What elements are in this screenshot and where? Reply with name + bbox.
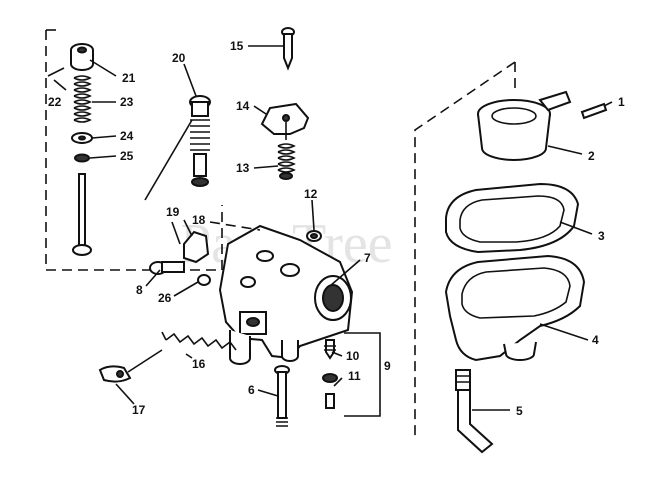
callout-22: 22 xyxy=(48,95,62,109)
part-26-washer xyxy=(197,274,211,286)
callout-26: 26 xyxy=(158,291,172,305)
callout-23: 23 xyxy=(120,95,134,109)
part-21-cap xyxy=(70,43,94,71)
callout-1: 1 xyxy=(618,95,625,109)
part-16-spring xyxy=(165,332,237,351)
callout-15: 15 xyxy=(230,39,244,53)
callout-10: 10 xyxy=(346,349,360,363)
part-24-washer xyxy=(71,132,93,144)
inset-group xyxy=(45,29,223,271)
callout-18: 18 xyxy=(192,213,206,227)
part-17-lever xyxy=(98,349,163,383)
callout-24: 24 xyxy=(120,129,134,143)
part-14-arm xyxy=(260,102,310,140)
callout-16: 16 xyxy=(192,357,206,371)
callout-14: 14 xyxy=(236,99,250,113)
bracket-9 xyxy=(344,332,381,417)
part-23-spring xyxy=(73,75,92,123)
callout-21: 21 xyxy=(122,71,136,85)
inset-shaft xyxy=(72,173,92,256)
part-15-screw xyxy=(281,27,295,71)
part-6-shaft xyxy=(274,365,290,427)
callout-6: 6 xyxy=(248,383,255,397)
callout-19: 19 xyxy=(166,205,180,219)
part-9-group xyxy=(322,339,338,409)
part-25-oring xyxy=(74,153,90,163)
part-16-end xyxy=(161,331,167,341)
callout-9: 9 xyxy=(384,359,391,373)
part-7-carburetor-body xyxy=(218,224,354,365)
part-8-screw xyxy=(149,261,185,275)
part-22-pin xyxy=(47,67,65,77)
right-boundary-dash xyxy=(414,61,516,440)
leader-lines xyxy=(53,45,613,411)
part-19-guide xyxy=(209,221,261,231)
callout-13: 13 xyxy=(236,161,250,175)
part-3-gasket xyxy=(445,182,580,254)
callout-3: 3 xyxy=(598,229,605,243)
callout-17: 17 xyxy=(132,403,146,417)
part-18-plate xyxy=(183,230,210,264)
part-1-pin xyxy=(580,102,608,120)
part-5-tube xyxy=(455,369,494,454)
callout-8: 8 xyxy=(136,283,143,297)
part-13-seat xyxy=(279,172,293,180)
callout-11: 11 xyxy=(348,369,361,383)
callout-12: 12 xyxy=(304,187,318,201)
callout-7: 7 xyxy=(364,251,371,265)
part-19-line xyxy=(171,221,181,245)
part-20-valve xyxy=(189,95,211,187)
callout-25: 25 xyxy=(120,149,134,163)
leader-20-inset xyxy=(144,119,193,201)
part-2-float xyxy=(477,90,572,161)
callout-2: 2 xyxy=(588,149,595,163)
callout-4: 4 xyxy=(592,333,599,347)
part-13-spring xyxy=(277,143,296,173)
inset-border xyxy=(45,30,223,271)
part-12-plug xyxy=(306,230,322,242)
part-4-bowl xyxy=(444,254,586,362)
callout-20: 20 xyxy=(172,51,186,65)
callout-5: 5 xyxy=(516,404,523,418)
